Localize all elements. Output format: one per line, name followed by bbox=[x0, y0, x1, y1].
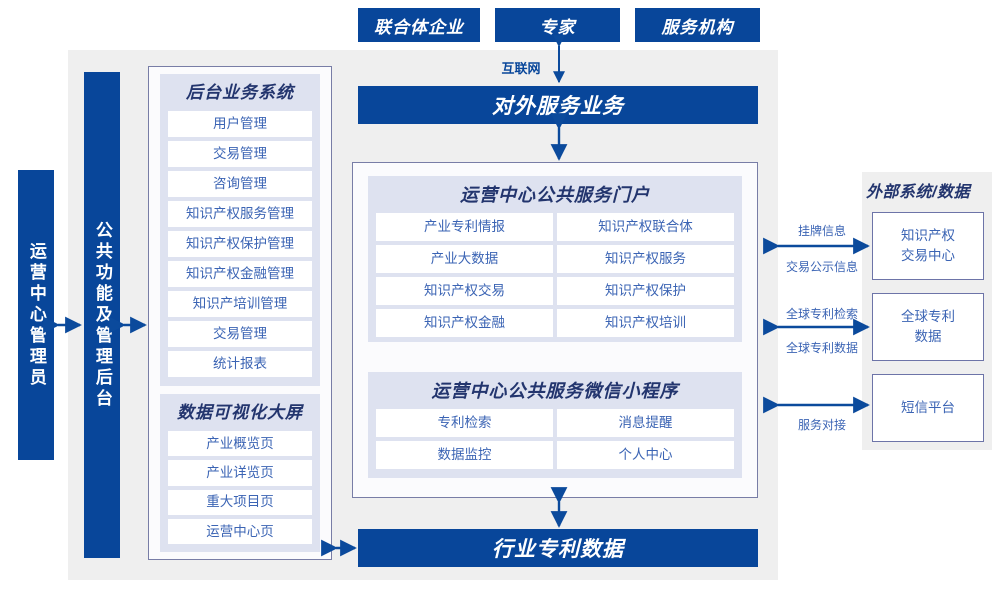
item-label: 统计报表 bbox=[213, 356, 267, 372]
backoffice-item-ip-protection-management[interactable]: 知识产权保护管理 bbox=[168, 231, 312, 257]
item-label: 知识产权金融 bbox=[424, 315, 505, 331]
top-actor-service-agency[interactable]: 服务机构 bbox=[635, 8, 760, 42]
item-label: 交易管理 bbox=[213, 146, 267, 162]
item-label: 重大项目页 bbox=[206, 494, 274, 510]
item-label: 交易管理 bbox=[213, 326, 267, 342]
role-label: 运营中心管理员 bbox=[26, 241, 46, 389]
backoffice-item-ip-training-management[interactable]: 知识产培训管理 bbox=[168, 291, 312, 317]
external-service-bar[interactable]: 对外服务业务 bbox=[358, 86, 758, 124]
external-system-label: 全球专利 数据 bbox=[901, 309, 955, 344]
visualization-item-operation-center[interactable]: 运营中心页 bbox=[168, 518, 312, 544]
portal-item-ip-finance[interactable]: 知识产权金融 bbox=[376, 309, 553, 337]
portal-item-ip-union[interactable]: 知识产权联合体 bbox=[557, 213, 734, 241]
module-common-function-admin-backend[interactable]: 公共功能及管理后台 bbox=[84, 72, 120, 558]
item-label: 知识产权保护 bbox=[605, 283, 686, 299]
portal-item-ip-transaction[interactable]: 知识产权交易 bbox=[376, 277, 553, 305]
item-label: 知识产权联合体 bbox=[598, 219, 693, 235]
portal-items-grid: 产业专利情报 知识产权联合体 产业大数据 知识产权服务 知识产权交易 知识产权保… bbox=[376, 213, 734, 337]
connector-label-transaction-public-info: 交易公示信息 bbox=[785, 260, 858, 274]
miniprogram-item-data-monitor[interactable]: 数据监控 bbox=[376, 441, 553, 469]
external-service-label: 对外服务业务 bbox=[492, 95, 624, 118]
external-system-global-patent-data[interactable]: 全球专利 数据 bbox=[872, 293, 984, 361]
top-actor-label: 专家 bbox=[539, 17, 576, 37]
visualization-item-industry-detail[interactable]: 产业详览页 bbox=[168, 460, 312, 486]
portal-item-ip-service[interactable]: 知识产权服务 bbox=[557, 245, 734, 273]
item-label: 知识产权金融管理 bbox=[186, 266, 294, 282]
item-label: 个人中心 bbox=[618, 447, 673, 463]
item-label: 知识产培训管理 bbox=[192, 296, 288, 312]
backoffice-item-transaction-management-2[interactable]: 交易管理 bbox=[168, 321, 312, 347]
portal-item-ip-protection[interactable]: 知识产权保护 bbox=[557, 277, 734, 305]
external-systems-title: 外部系统/数据 bbox=[866, 184, 970, 201]
miniprogram-title: 运营中心公共服务微信小程序 bbox=[431, 381, 679, 401]
item-label: 数据监控 bbox=[437, 447, 492, 463]
bottom-bar-label: 行业专利数据 bbox=[492, 538, 624, 561]
portal-item-industry-bigdata[interactable]: 产业大数据 bbox=[376, 245, 553, 273]
item-label: 专利检索 bbox=[437, 415, 492, 431]
public-service-portal-group: 运营中心公共服务门户 产业专利情报 知识产权联合体 产业大数据 知识产权服务 知… bbox=[368, 176, 742, 342]
connector-label-global-patent-data: 全球专利数据 bbox=[785, 341, 858, 355]
external-system-label: 短信平台 bbox=[901, 400, 955, 416]
miniprogram-items-grid: 专利检索 消息提醒 数据监控 个人中心 bbox=[376, 409, 734, 469]
external-system-sms-platform[interactable]: 短信平台 bbox=[872, 374, 984, 442]
top-actor-union-enterprise[interactable]: 联合体企业 bbox=[358, 8, 480, 42]
module-label: 公共功能及管理后台 bbox=[92, 220, 112, 410]
backoffice-item-ip-service-management[interactable]: 知识产权服务管理 bbox=[168, 201, 312, 227]
external-system-ip-exchange-center[interactable]: 知识产权 交易中心 bbox=[872, 212, 984, 280]
backoffice-item-user-management[interactable]: 用户管理 bbox=[168, 111, 312, 137]
backoffice-item-statistical-report[interactable]: 统计报表 bbox=[168, 351, 312, 377]
miniprogram-item-personal-center[interactable]: 个人中心 bbox=[557, 441, 734, 469]
item-label: 产业大数据 bbox=[430, 251, 499, 267]
visualization-item-industry-overview[interactable]: 产业概览页 bbox=[168, 431, 312, 457]
role-operation-center-admin[interactable]: 运营中心管理员 bbox=[18, 170, 54, 460]
backoffice-item-consulting-management[interactable]: 咨询管理 bbox=[168, 171, 312, 197]
external-system-label: 知识产权 交易中心 bbox=[901, 228, 955, 263]
connector-label-global-patent-search: 全球专利检索 bbox=[785, 307, 858, 321]
portal-item-ip-training[interactable]: 知识产权培训 bbox=[557, 309, 734, 337]
internet-connector-label: 互联网 bbox=[501, 61, 541, 76]
item-label: 知识产权保护管理 bbox=[186, 236, 294, 252]
connector-label-service-docking: 服务对接 bbox=[797, 418, 846, 432]
data-visualization-group: 数据可视化大屏 产业概览页 产业详览页 重大项目页 运营中心页 bbox=[160, 394, 320, 552]
industry-patent-data-bar[interactable]: 行业专利数据 bbox=[358, 529, 758, 567]
item-label: 知识产权培训 bbox=[605, 315, 686, 331]
top-actor-expert[interactable]: 专家 bbox=[495, 8, 620, 42]
miniprogram-item-patent-search[interactable]: 专利检索 bbox=[376, 409, 553, 437]
wechat-miniprogram-group: 运营中心公共服务微信小程序 专利检索 消息提醒 数据监控 个人中心 bbox=[368, 372, 742, 478]
backoffice-system-group: 后台业务系统 用户管理 交易管理 咨询管理 知识产权服务管理 知识产权保护管理 … bbox=[160, 74, 320, 386]
backoffice-system-title: 后台业务系统 bbox=[186, 83, 294, 102]
portal-item-industry-patent-intel[interactable]: 产业专利情报 bbox=[376, 213, 553, 241]
item-label: 消息提醒 bbox=[618, 415, 673, 431]
portal-title: 运营中心公共服务门户 bbox=[460, 185, 650, 205]
item-label: 运营中心页 bbox=[206, 523, 274, 539]
item-label: 知识产权服务管理 bbox=[186, 206, 294, 222]
top-actor-label: 服务机构 bbox=[661, 17, 734, 37]
item-label: 知识产权服务 bbox=[605, 251, 686, 267]
top-actor-label: 联合体企业 bbox=[374, 17, 464, 37]
item-label: 产业详览页 bbox=[206, 465, 274, 481]
item-label: 用户管理 bbox=[213, 116, 267, 132]
data-visualization-title: 数据可视化大屏 bbox=[177, 403, 303, 422]
item-label: 产业概览页 bbox=[206, 435, 274, 451]
item-label: 咨询管理 bbox=[213, 176, 267, 192]
item-label: 产业专利情报 bbox=[424, 219, 505, 235]
item-label: 知识产权交易 bbox=[424, 283, 505, 299]
backoffice-item-ip-finance-management[interactable]: 知识产权金融管理 bbox=[168, 261, 312, 287]
visualization-item-major-project[interactable]: 重大项目页 bbox=[168, 489, 312, 515]
miniprogram-item-message-alert[interactable]: 消息提醒 bbox=[557, 409, 734, 437]
backoffice-item-transaction-management[interactable]: 交易管理 bbox=[168, 141, 312, 167]
connector-label-listing-info: 挂牌信息 bbox=[797, 224, 846, 238]
